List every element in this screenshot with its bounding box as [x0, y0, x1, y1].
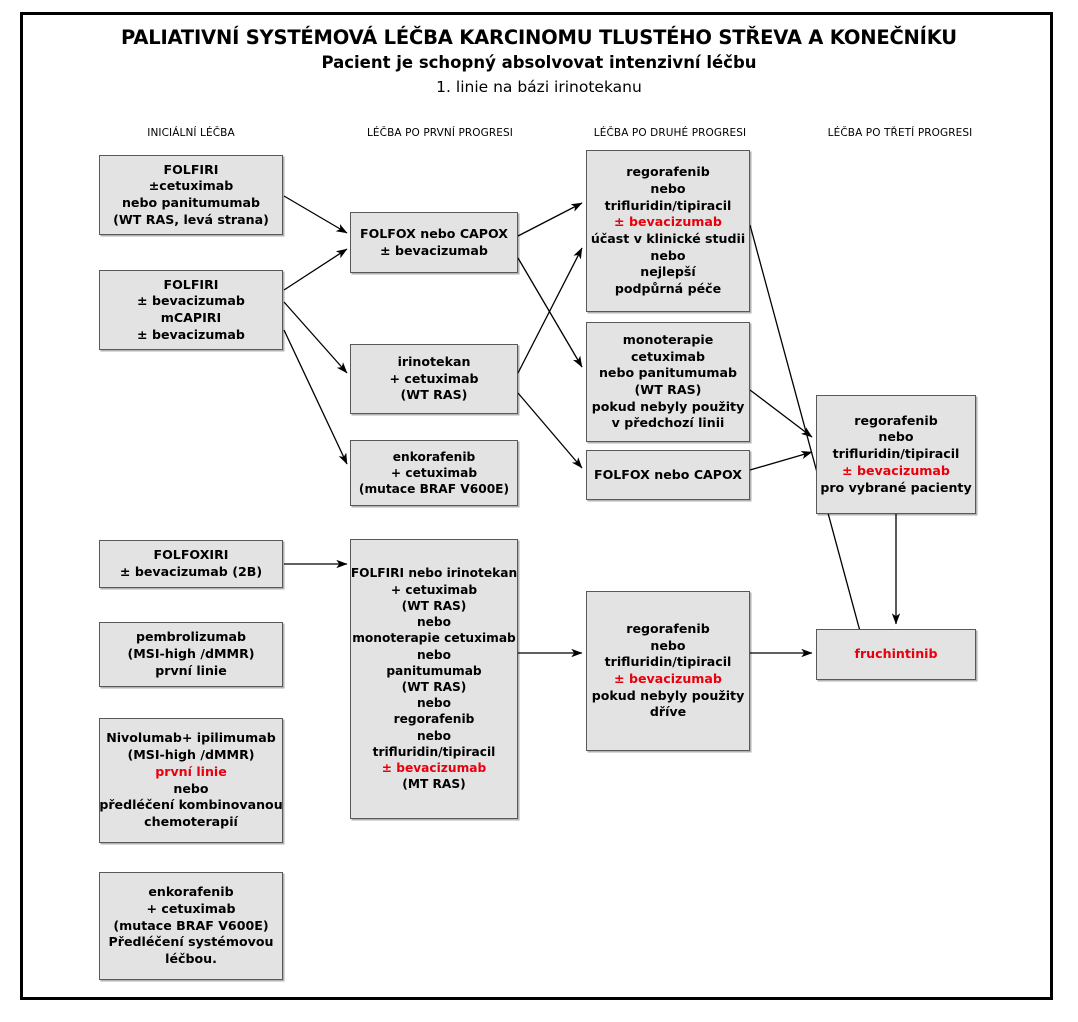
node-line-highlight: fruchintinib — [854, 646, 938, 662]
page-subtitle: Pacient je schopný absolvovat intenzivní… — [321, 53, 757, 72]
node-line: nebo — [650, 180, 686, 196]
node-line: regorafenib — [626, 620, 710, 636]
node-line-highlight: ± bevacizumab — [614, 214, 722, 230]
node-line: nebo panitumumab — [121, 195, 261, 210]
page-subtitle-secondary: 1. linie na bázi irinotekanu — [436, 78, 642, 96]
node-folfoxiri[interactable]: FOLFOXIRI ± bevacizumab (2B) — [99, 540, 283, 588]
node-folfox-capox-bevacizumab[interactable]: FOLFOX nebo CAPOX ± bevacizumab — [350, 212, 518, 273]
node-line: účast v klinické studii — [590, 231, 746, 246]
node-folfiri-cetuximab[interactable]: FOLFIRI ±cetuximab nebo panitumumab (WT … — [99, 155, 283, 235]
node-nivolumab-ipilimumab[interactable]: Nivolumab+ ipilimumab (MSI-high /dMMR) p… — [99, 718, 283, 843]
node-line: monoterapie — [622, 331, 714, 347]
node-fruchintinib[interactable]: fruchintinib — [816, 629, 976, 680]
node-enkorafenib-pretreated[interactable]: enkorafenib + cetuximab (mutace BRAF V60… — [99, 872, 283, 980]
node-line: mCAPIRI — [160, 310, 222, 325]
node-line: nebo — [416, 728, 452, 743]
node-line: enkorafenib — [392, 449, 476, 464]
node-regorafenib-trifluridin-study[interactable]: regorafenib nebo trifluridin/tipiracil ±… — [586, 150, 750, 312]
column-header-first: LÉČBA PO PRVNÍ PROGRESI — [366, 127, 514, 139]
node-line: chemoterapií — [144, 813, 238, 829]
node-line: nebo — [173, 780, 209, 796]
node-line: (mutace BRAF V600E) — [113, 917, 269, 933]
node-line: FOLFOX nebo CAPOX — [593, 466, 743, 482]
node-line: (WT RAS, levá strana) — [113, 211, 269, 227]
node-line-highlight: ± bevacizumab — [842, 462, 950, 478]
column-header-initial: INICIÁLNÍ LÉČBA — [147, 127, 235, 139]
node-line: + cetuximab — [390, 582, 478, 597]
node-line: nejlepší — [640, 264, 696, 280]
node-line: ± bevacizumab — [380, 242, 488, 258]
node-line-highlight: ± bevacizumab — [381, 761, 487, 776]
node-line: irinotekan — [397, 353, 471, 369]
node-line: nebo — [650, 637, 686, 653]
node-line: + cetuximab — [146, 900, 236, 916]
node-line: ± bevacizumab — [137, 293, 245, 309]
node-line: + cetuximab — [389, 370, 479, 386]
node-line: monoterapie cetuximab — [352, 631, 516, 646]
node-line: nebo — [416, 647, 452, 662]
node-line: (WT RAS) — [401, 680, 467, 694]
node-line: Nivolumab+ ipilimumab — [106, 730, 276, 746]
node-line: nebo — [878, 429, 914, 445]
node-line: regorafenib — [626, 164, 710, 180]
node-line: cetuximab — [630, 348, 706, 364]
node-folfiri-bevacizumab-mcapiri[interactable]: FOLFIRI ± bevacizumab mCAPIRI ± bevacizu… — [99, 270, 283, 350]
node-line: (WT RAS) — [401, 598, 467, 613]
node-line: FOLFIRI nebo irinotekan — [350, 566, 518, 581]
node-regorafenib-trifluridin-unused[interactable]: regorafenib nebo trifluridin/tipiracil ±… — [586, 591, 750, 751]
node-irinotekan-cetuximab[interactable]: irinotekan + cetuximab (WT RAS) — [350, 344, 518, 414]
node-line: (mutace BRAF V600E) — [358, 482, 510, 497]
node-line: trifluridin/tipiracil — [604, 654, 732, 670]
node-line: první linie — [155, 662, 227, 678]
node-line: regorafenib — [854, 412, 938, 428]
node-folfox-capox-second[interactable]: FOLFOX nebo CAPOX — [586, 450, 750, 500]
node-line: ± bevacizumab (2B) — [119, 564, 263, 579]
node-line: regorafenib — [393, 712, 475, 727]
node-enkorafenib-braf[interactable]: enkorafenib + cetuximab (mutace BRAF V60… — [350, 440, 518, 506]
node-line: panitumumab — [386, 663, 482, 678]
node-line: FOLFIRI — [163, 276, 219, 292]
node-line: léčbou. — [165, 951, 217, 967]
node-line: trifluridin/tipiracil — [604, 197, 732, 213]
node-line: (MT RAS) — [402, 777, 466, 792]
node-line: předléčení kombinovanou — [99, 797, 283, 813]
node-regorafenib-selected-patients[interactable]: regorafenib nebo trifluridin/tipiracil ±… — [816, 395, 976, 514]
node-line: pro vybrané pacienty — [820, 479, 972, 495]
node-line-highlight: ± bevacizumab — [614, 671, 722, 686]
node-line: ±cetuximab — [148, 178, 234, 194]
node-line: trifluridin/tipiracil — [372, 744, 496, 759]
node-line: enkorafenib — [148, 884, 234, 900]
node-line: pokud nebyly použity — [591, 398, 745, 414]
node-line: ± bevacizumab — [137, 326, 245, 342]
node-line: trifluridin/tipiracil — [832, 446, 960, 462]
column-header-second: LÉČBA PO DRUHÉ PROGRESI — [593, 127, 747, 139]
node-line: FOLFOXIRI — [153, 547, 229, 563]
node-line-highlight: první linie — [155, 763, 227, 779]
node-line: nebo — [416, 615, 452, 630]
node-line: pokud nebyly použity — [591, 687, 745, 703]
node-line: v předchozí linii — [611, 415, 725, 431]
node-line: Předléčení systémovou — [108, 934, 274, 950]
node-line: dříve — [649, 704, 687, 720]
node-line: FOLFIRI — [163, 161, 219, 177]
node-line: pembrolizumab — [135, 629, 247, 645]
node-pembrolizumab[interactable]: pembrolizumab (MSI-high /dMMR) první lin… — [99, 622, 283, 687]
node-line: podpůrná péče — [614, 281, 722, 297]
node-line: (WT RAS) — [400, 387, 468, 403]
page-title: PALIATIVNÍ SYSTÉMOVÁ LÉČBA KARCINOMU TLU… — [121, 26, 957, 49]
node-line: nebo panitumumab — [598, 365, 738, 381]
node-line: FOLFOX nebo CAPOX — [359, 225, 509, 241]
node-folfiri-irinotekan-multi[interactable]: FOLFIRI nebo irinotekan + cetuximab (WT … — [350, 539, 518, 819]
node-line: + cetuximab — [390, 465, 478, 480]
node-line: (MSI-high /dMMR) — [127, 747, 255, 763]
node-monoterapie-cetuximab[interactable]: monoterapie cetuximab nebo panitumumab (… — [586, 322, 750, 442]
node-line: nebo — [416, 696, 452, 711]
node-line: nebo — [650, 247, 686, 263]
node-line: (WT RAS) — [634, 382, 702, 397]
node-line: (MSI-high /dMMR) — [127, 646, 255, 662]
column-header-third: LÉČBA PO TŘETÍ PROGRESI — [827, 127, 973, 139]
